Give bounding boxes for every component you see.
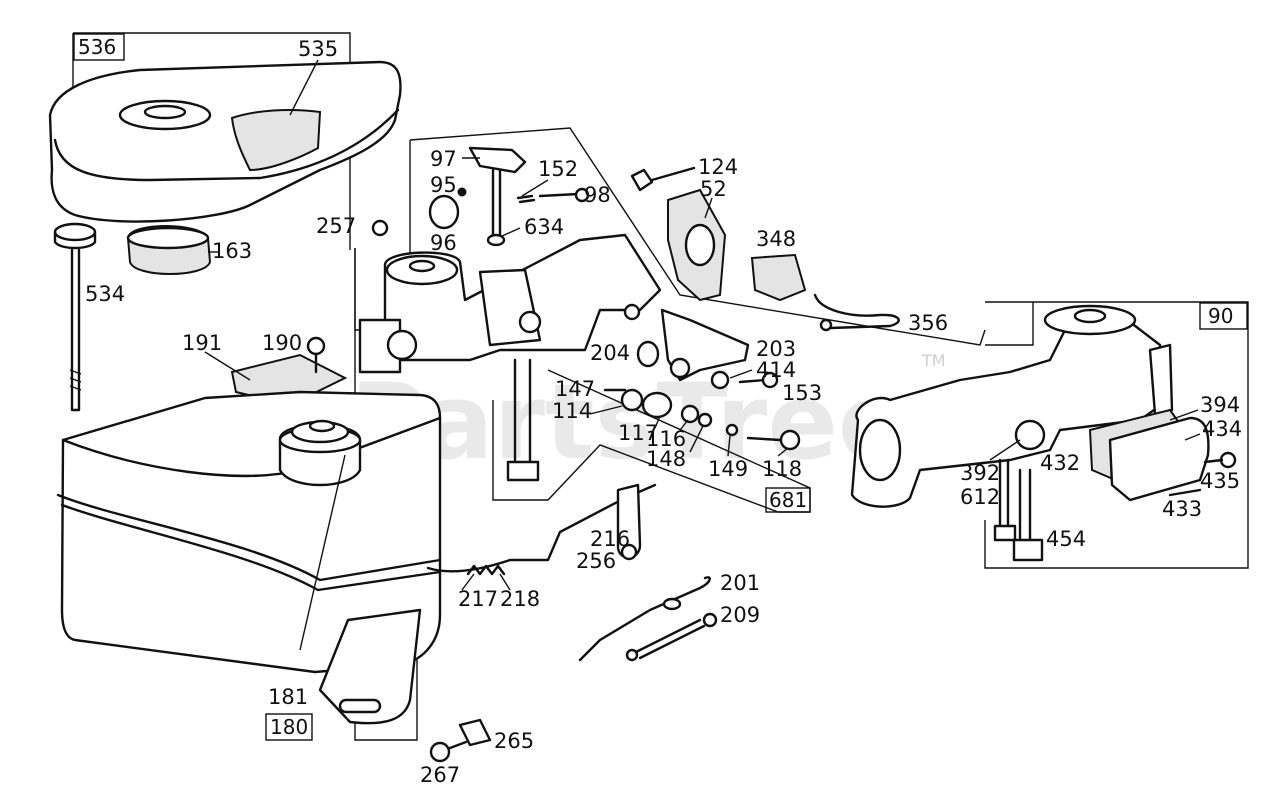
label-218: 218: [500, 587, 540, 611]
label-217: 217: [458, 587, 498, 611]
link-rod-201: [578, 576, 711, 662]
label-256: 256: [576, 549, 616, 573]
screw-190: [306, 336, 326, 374]
spring-356: [813, 293, 900, 330]
label-267: 267: [420, 763, 460, 787]
label-181: 181: [268, 685, 308, 709]
label-95: 95: [430, 173, 457, 197]
label-356: 356: [908, 311, 948, 335]
filter-element: [126, 225, 212, 275]
label-147: 147: [555, 377, 595, 401]
label-114: 114: [552, 399, 592, 423]
label-148: 148: [646, 447, 686, 471]
trademark: TM: [921, 351, 946, 370]
label-201: 201: [720, 571, 760, 595]
label-265: 265: [494, 729, 534, 753]
label-116: 116: [646, 427, 686, 451]
label-414: 414: [756, 358, 796, 382]
label-435: 435: [1200, 469, 1240, 493]
bracket-265: [429, 718, 492, 763]
label-149: 149: [708, 457, 748, 481]
label-392: 392: [960, 461, 1000, 485]
watermark: PartsTree: [350, 361, 908, 483]
float-bowl-cover: [1108, 416, 1210, 502]
air-cleaner-cover: [48, 60, 402, 223]
tank-box-tag: [265, 713, 313, 741]
cap-box-label: 536: [78, 35, 116, 59]
label-124: 124: [698, 155, 738, 179]
governor-link-216: [426, 483, 657, 573]
dipstick: [53, 222, 97, 412]
label-96: 96: [430, 231, 457, 255]
label-209: 209: [720, 603, 760, 627]
label-257: 257: [316, 214, 356, 238]
carb-assy-box-tag: [1199, 302, 1248, 330]
choke-parts: [371, 146, 590, 247]
carburetor-assembly: [850, 304, 1174, 562]
label-203: 203: [756, 337, 796, 361]
carb-assy-outline: [984, 301, 1249, 569]
label-434: 434: [1202, 417, 1242, 441]
label-97: 97: [430, 147, 457, 171]
label-433: 433: [1162, 497, 1202, 521]
label-216: 216: [590, 527, 630, 551]
label-153: 153: [782, 381, 822, 405]
tank-box-label: 180: [270, 715, 308, 739]
screw-124: [630, 166, 696, 192]
carburetor-body: [358, 233, 662, 482]
clip-348: [750, 253, 807, 302]
label-191: 191: [182, 331, 222, 355]
label-163: 163: [212, 239, 252, 263]
fuel-tank: [56, 390, 442, 725]
small-hardware: [603, 340, 801, 451]
label-98: 98: [584, 183, 611, 207]
label-118: 118: [762, 457, 802, 481]
carb-assy-box-label: 90: [1208, 304, 1233, 328]
label-534: 534: [85, 282, 125, 306]
spring-209: [634, 618, 706, 660]
carb-box-label: 681: [769, 488, 807, 512]
label-432: 432: [1040, 451, 1080, 475]
part-labels: 535 163 534 191 190 181 257 97 95 96 152…: [85, 37, 1242, 787]
label-535: 535: [298, 37, 338, 61]
label-634: 634: [524, 215, 564, 239]
label-454: 454: [1046, 527, 1086, 551]
label-152: 152: [538, 157, 578, 181]
carb-box-tag: [765, 487, 811, 513]
label-348: 348: [756, 227, 796, 251]
spring-218: [466, 564, 506, 576]
label-190: 190: [262, 331, 302, 355]
label-204: 204: [590, 341, 630, 365]
label-394: 394: [1200, 393, 1240, 417]
cap-box-tag: [73, 33, 125, 61]
label-612: 612: [960, 485, 1000, 509]
label-52: 52: [700, 177, 727, 201]
label-117: 117: [618, 421, 658, 445]
